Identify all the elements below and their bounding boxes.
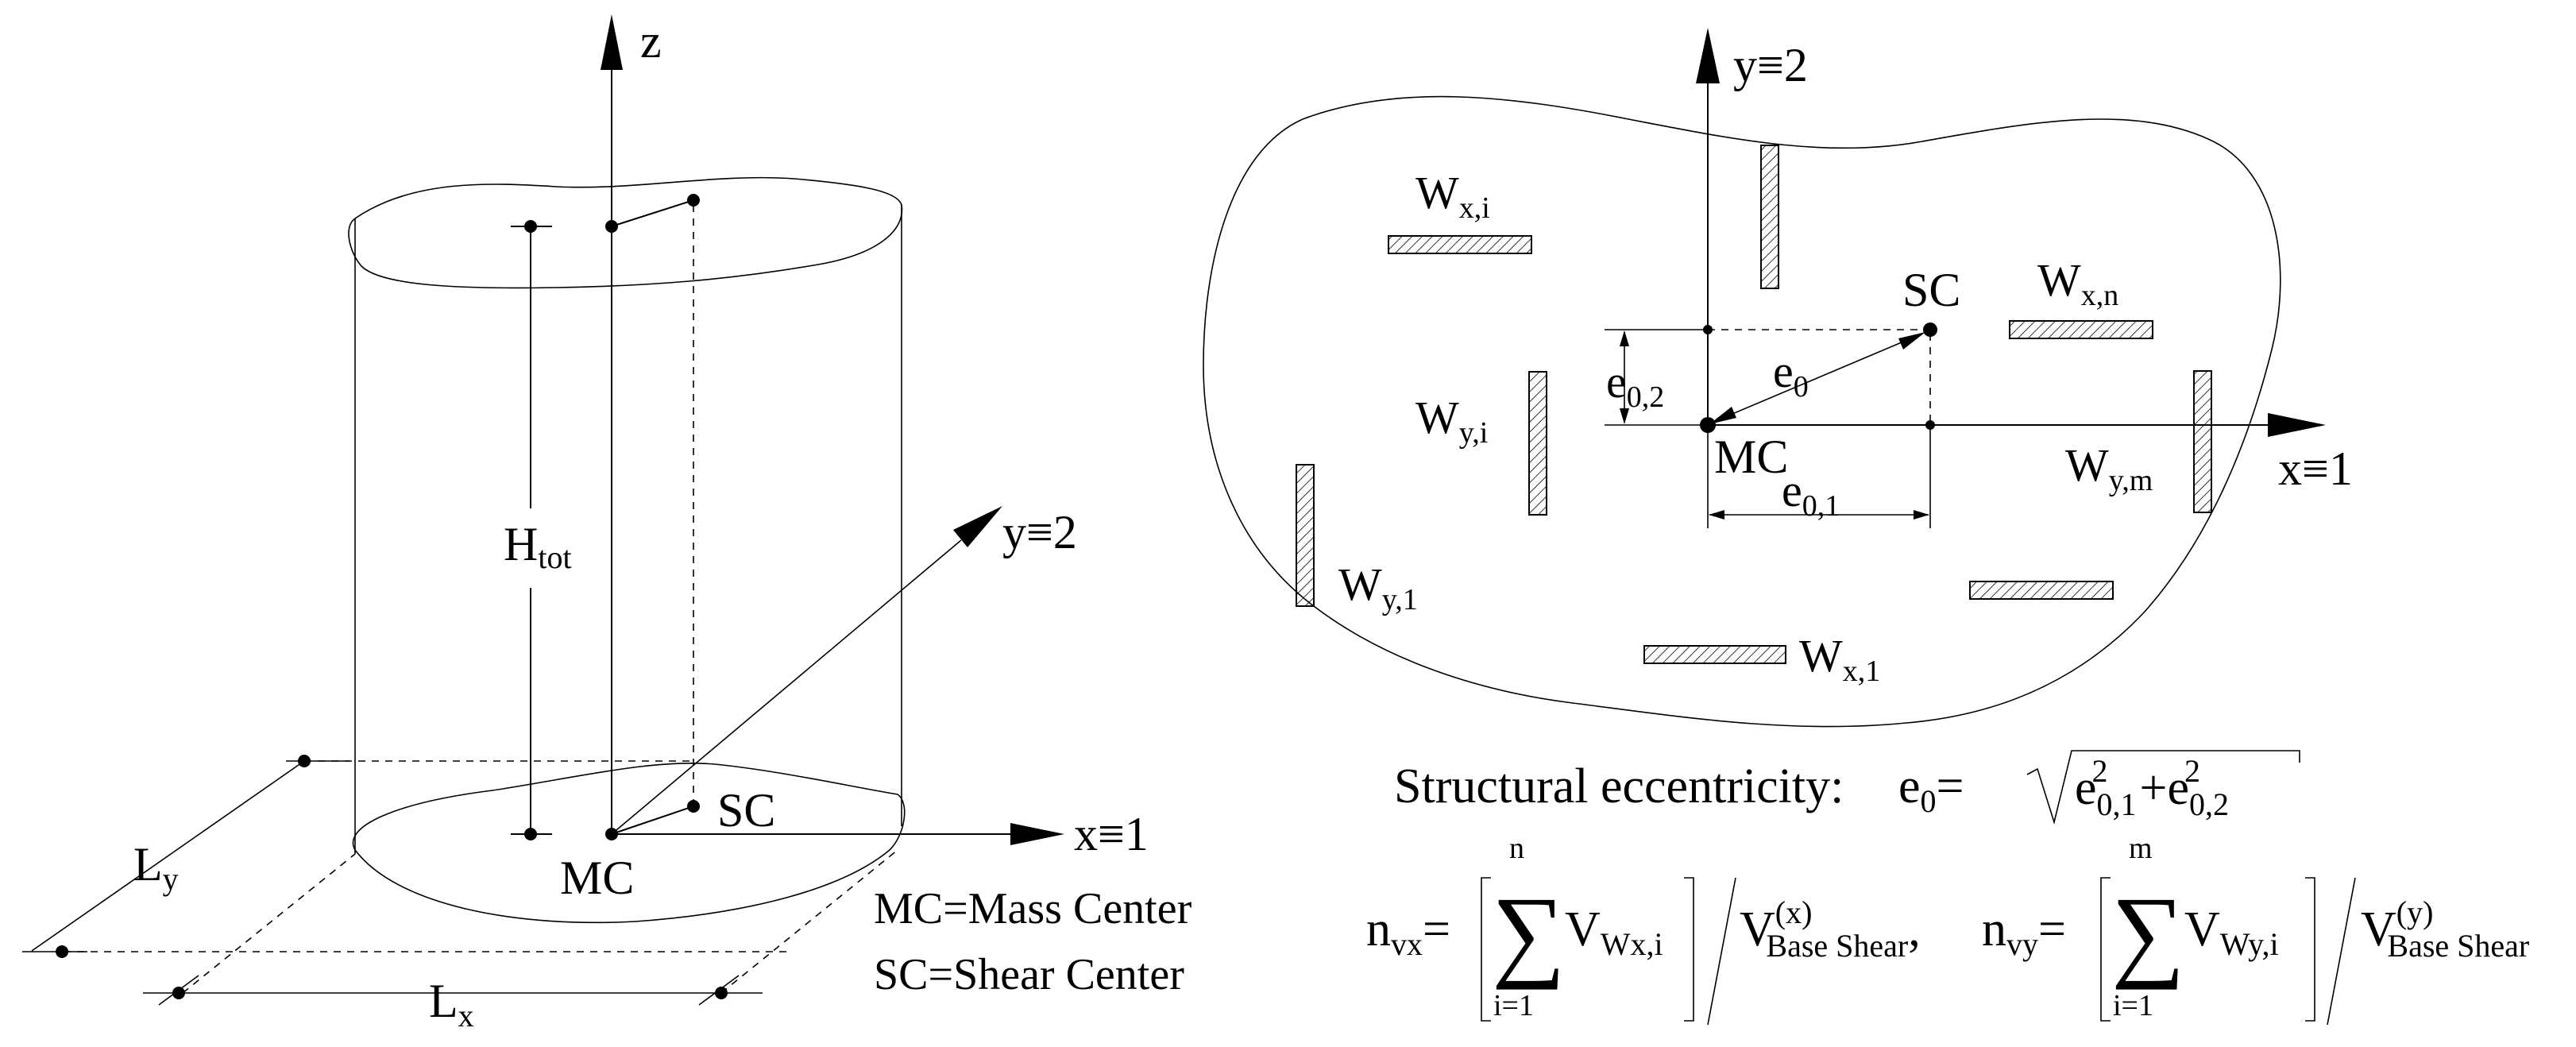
nvy-divide-slash [2327,877,2356,1026]
wall-y-m [2193,370,2212,513]
top-shear-center-dot [687,194,700,207]
height-label: Htot [504,518,572,575]
shear-ratio-formulas: nvx= n ∑ i=1 VWx,i V(x)Base Shear, nvy= … [1366,832,2529,1026]
top-floor-outline [348,176,903,289]
plan-shear-center-dot [1923,323,1937,337]
nvx-v-term: VWx,i [1565,902,1663,962]
ly-dim-line [31,760,305,952]
nvy-sum-upper: m [2129,832,2153,865]
nvx-sum-upper: n [1509,832,1524,865]
plan-x-axis-label: x≡1 [2278,442,2353,495]
e02-label: e0,2 [1606,356,1664,414]
z-axis-arrowhead [601,14,623,70]
x-axis-label: x≡1 [1074,808,1149,860]
ly-label: Ly [133,838,179,897]
sqrt-sign [2026,750,2300,825]
e0-definition: e0= [1898,759,1964,819]
base-dashed-right [720,849,898,994]
top-mc-sc-link [611,199,694,227]
e01-label: e0,1 [1782,465,1840,523]
lx-dot-left [172,987,185,999]
wall-x-unlabeled [1969,581,2114,600]
wall-y-1 [1296,464,1315,607]
nvy-v-term: VWy,i [2184,902,2279,962]
e02-arrow-top [1620,330,1629,346]
wall-x-1 [1643,645,1786,664]
bottom-floor-outline [352,762,906,924]
e02-arrow-bottom [1620,408,1629,424]
x-axis-arrowhead [1010,823,1064,845]
e0-vector-line [1711,333,1923,423]
nvx-symbol: nvx= [1366,902,1450,962]
e0-label: e0 [1773,346,1809,404]
plan-shear-center-label: SC [1902,264,1960,316]
wall-x-i [1388,235,1532,254]
legend: MC=Mass Center SC=Shear Center [874,884,1192,999]
nvy-symbol: nvy= [1982,902,2066,962]
e01-arrow-left [1709,510,1724,520]
nvx-base-shear: V(x)Base Shear, [1740,894,1921,964]
plan-y-axis-label: y≡2 [1733,39,1808,91]
building-3d-view: z x≡1 y≡2 MC SC Htot [22,14,1149,1033]
nvx-bracket-left [1481,877,1491,1022]
wall-x-1-label: Wx,1 [1799,630,1880,688]
y-axis-arrowhead [953,506,1002,547]
plan-y-axis-arrowhead [1696,28,1720,83]
ly-dot-bottom [56,945,68,958]
e0-vector-arrow-mc [1709,407,1736,424]
ly-dot-top [298,755,311,767]
height-dot-bottom [524,828,537,840]
lx-label: Lx [429,975,474,1033]
shear-center-dot [687,800,700,813]
y-axis-line [611,539,962,835]
nvx-divide-slash [1707,877,1736,1026]
nvy-bracket-right [2305,877,2315,1022]
nvy-bracket-left [2100,877,2111,1022]
nvx-sum-lower: i=1 [1493,989,1534,1022]
wall-y-1-label: Wy,1 [1338,558,1418,616]
y-axis-label: y≡2 [1002,506,1077,558]
floor-plan-view: x≡1 y≡2 MC SC e0 e0,2 e0,1 [1203,28,2353,728]
eccentricity-caption: Structural eccentricity: [1394,759,1844,813]
nvy-base-shear: V(y)Base Shear [2361,894,2529,964]
plan-x-axis-arrowhead [2268,413,2326,437]
nvx-bracket-right [1684,877,1694,1022]
eccentricity-formula: Structural eccentricity: e0= e0,12+e0,22 [1394,750,2300,825]
wall-x-n-label: Wx,n [2037,254,2118,312]
e0-vector-arrow-sc [1898,332,1925,350]
e01-dot [1925,420,1935,430]
nvy-sigma: ∑ [2111,876,2185,991]
sqrt-radicand: e0,12+e0,22 [2075,753,2229,822]
shear-center-label: SC [717,784,775,836]
wall-y-i [1528,371,1547,516]
mass-center-label: MC [560,852,634,904]
nvx-sigma: ∑ [1492,876,1566,991]
height-dot-top [524,220,537,233]
wall-y-i-label: Wy,i [1415,392,1488,450]
plan-mass-center-label: MC [1714,431,1788,483]
nvy-sum-lower: i=1 [2113,989,2153,1022]
lx-dot-right [715,987,728,999]
wall-x-n [2009,320,2153,339]
legend-shear-center: SC=Shear Center [874,950,1184,999]
z-axis-label: z [640,15,662,68]
wall-y-top-unlabeled [1760,145,1779,289]
e01-arrow-right [1914,510,1929,520]
legend-mass-center: MC=Mass Center [874,884,1192,933]
top-mass-center-dot [605,220,618,233]
wall-x-i-label: Wx,i [1415,167,1490,225]
wall-y-m-label: Wy,m [2065,439,2153,497]
mass-center-dot [605,828,618,840]
bottom-mc-sc-link [611,806,694,835]
floor-plan-outline [1203,95,2281,728]
base-dashed-left [182,853,356,994]
